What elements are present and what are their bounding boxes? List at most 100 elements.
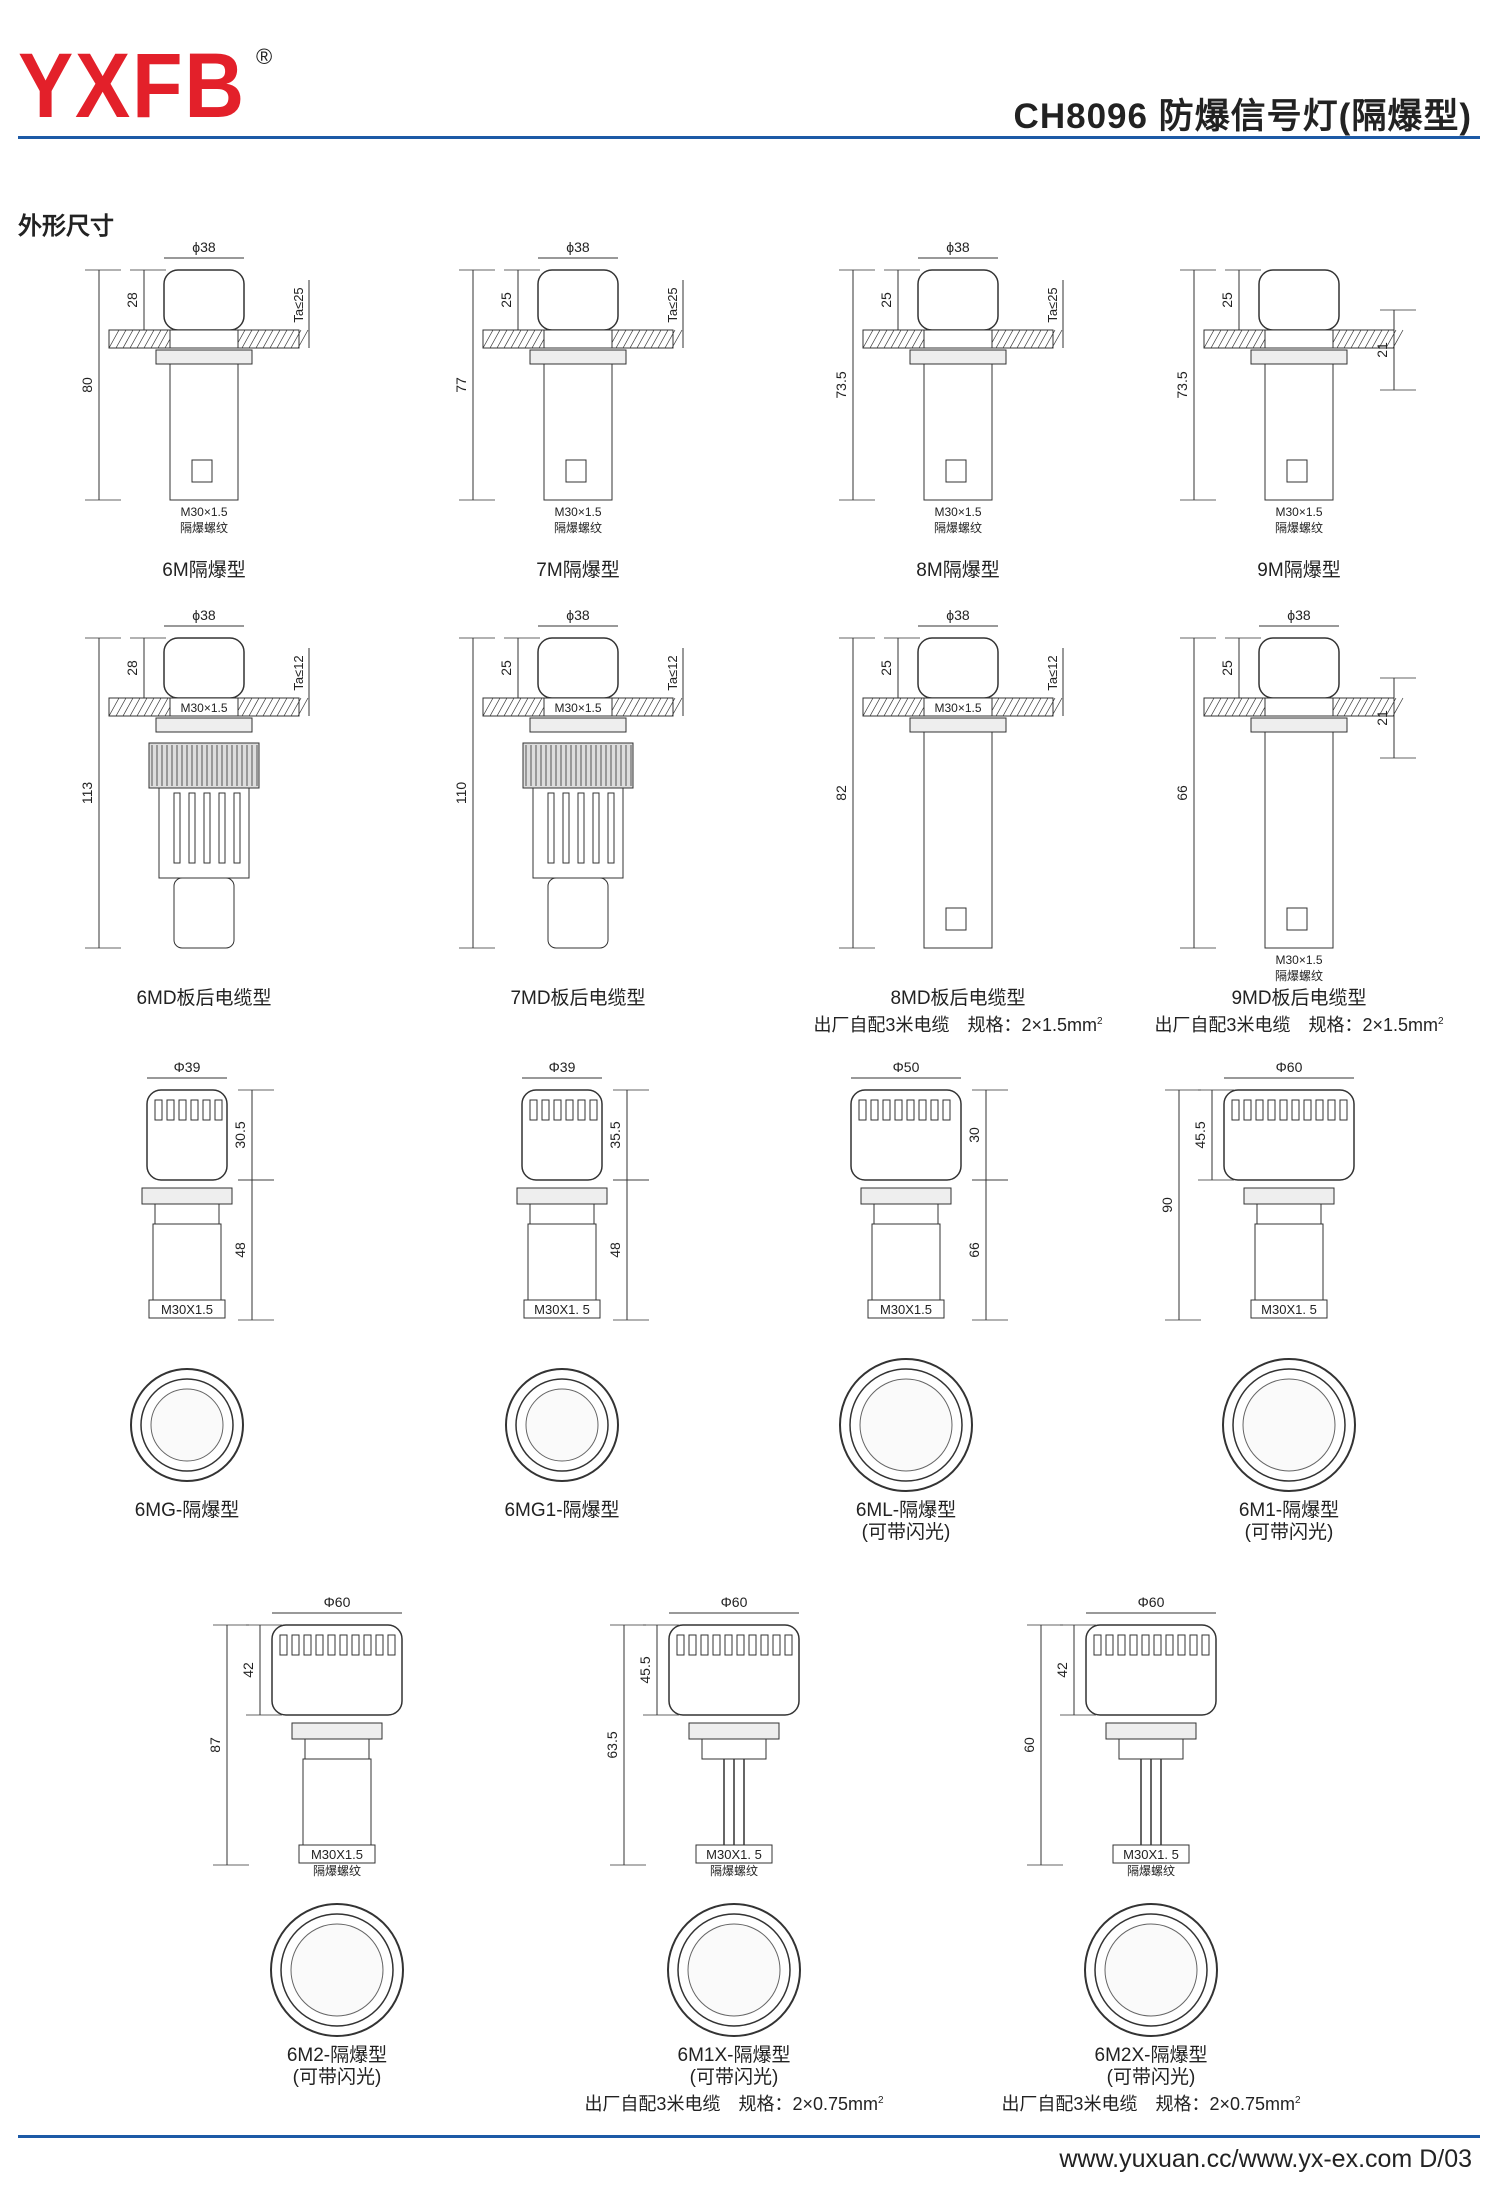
dimension-label: Ta≤25 [665, 287, 680, 322]
superscript: 2 [1437, 1016, 1444, 1027]
dimension-label: 87 [207, 1737, 223, 1753]
dimension-label: Φ60 [1276, 1060, 1303, 1075]
product-name: 6M1-隔爆型 [1238, 1500, 1340, 1521]
dimension-label: 60 [1021, 1737, 1037, 1753]
product-name: 8M隔爆型 [916, 560, 1000, 581]
dimension-label: 63.5 [604, 1731, 620, 1758]
dimension-label: Φ50 [893, 1060, 920, 1075]
mounting-panel [862, 697, 1063, 717]
front-view [667, 1903, 801, 2037]
mounting-panel [1203, 697, 1404, 717]
product-note: (可带闪光) [292, 2067, 382, 2088]
dimension-label: M30×1.5 [1275, 505, 1322, 519]
dimension-label: Ta≤12 [291, 655, 306, 690]
footer-url: www.yuxuan.cc/www.yx-ex.com D/03 [1059, 2145, 1472, 2173]
dimension-label: 82 [833, 785, 849, 801]
product-name: 7M隔爆型 [536, 560, 620, 581]
footer-divider [18, 2135, 1480, 2138]
mounting-panel [108, 697, 309, 717]
dimension-label: Ta≤25 [1045, 287, 1060, 322]
dimension-label: Ta≤12 [1045, 655, 1060, 690]
front-view [505, 1368, 619, 1482]
dimension-label: M30×1.5 [1275, 953, 1322, 967]
dimension-label: M30×1.5 [180, 701, 227, 715]
cable-spec: 出厂自配3米电缆 规格：2×1.5mm2 [1119, 1010, 1479, 1037]
product-name: 7MD板后电缆型 [510, 988, 646, 1009]
dimension-label: M30X1. 5 [706, 1847, 762, 1862]
cable-spec: 出厂自配3米电缆 规格：2×0.75mm2 [554, 2089, 914, 2116]
dimension-label: 42 [1054, 1662, 1070, 1678]
dimension-label: ϕ38 [946, 608, 970, 623]
dimension-label: 35.5 [607, 1121, 623, 1148]
dimension-label: 25 [878, 660, 894, 676]
dimension-label: M30×1.5 [554, 701, 601, 715]
dimension-label: 25 [1219, 292, 1235, 308]
dimension-label: Φ39 [174, 1060, 201, 1075]
cable-spec-text: 出厂自配3米电缆 规格：2×0.75mm [1001, 2094, 1295, 2114]
dimension-label: M30X1. 5 [1123, 1847, 1179, 1862]
product-name: 6M1X-隔爆型 [677, 2045, 791, 2066]
product-note: (可带闪光) [1106, 2067, 1196, 2088]
product-name: 9M隔爆型 [1257, 560, 1341, 581]
superscript: 2 [1096, 1016, 1103, 1027]
cable-spec: 出厂自配3米电缆 规格：2×0.75mm2 [971, 2089, 1331, 2116]
dimension-label: 42 [240, 1662, 256, 1678]
dimension-label: 隔爆螺纹 [1127, 1864, 1175, 1878]
front-view [130, 1368, 244, 1482]
dimension-label: 隔爆螺纹 [180, 521, 228, 535]
dimension-label: Φ60 [324, 1595, 351, 1610]
product-note: (可带闪光) [689, 2067, 779, 2088]
mounting-panel [108, 329, 309, 349]
product-note: (可带闪光) [861, 1522, 951, 1543]
dimension-label: 隔爆螺纹 [554, 521, 602, 535]
dimension-label: M30X1. 5 [1261, 1302, 1317, 1317]
dimension-label: 25 [1219, 660, 1235, 676]
superscript: 2 [1295, 2095, 1301, 2106]
dimension-label: 30.5 [232, 1121, 248, 1148]
cable-spec-text: 出厂自配3米电缆 规格：2×1.5mm [813, 1015, 1097, 1035]
product-name: 8MD板后电缆型 [890, 988, 1026, 1009]
dimension-label: 45.5 [637, 1656, 653, 1683]
dimension-label: 隔爆螺纹 [934, 521, 982, 535]
dimension-label: Φ60 [721, 1595, 748, 1610]
cable-spec-text: 出厂自配3米电缆 规格：2×0.75mm [584, 2094, 878, 2114]
dimension-label: ϕ38 [946, 240, 970, 255]
dimension-label: 110 [453, 782, 469, 805]
dimension-label: 77 [453, 377, 469, 393]
dimension-label: 66 [966, 1242, 982, 1258]
mounting-panel [862, 329, 1063, 349]
brand-logo: YXFB [18, 35, 247, 137]
dimension-label: Ta≤12 [665, 655, 680, 690]
product-name: 9MD板后电缆型 [1231, 988, 1367, 1009]
dimension-label: ϕ38 [192, 240, 216, 255]
dimension-label: 48 [607, 1242, 623, 1258]
product-name: 6MG1-隔爆型 [504, 1500, 620, 1521]
product-name: 6ML-隔爆型 [855, 1500, 957, 1521]
page-title: CH8096 防爆信号灯(隔爆型) [1013, 97, 1472, 136]
front-view [270, 1903, 404, 2037]
product-note: (可带闪光) [1244, 1522, 1334, 1543]
dimension-label: 73.5 [833, 371, 849, 398]
cable-spec: 出厂自配3米电缆 规格：2×1.5mm2 [778, 1010, 1138, 1037]
header-divider [18, 136, 1480, 139]
